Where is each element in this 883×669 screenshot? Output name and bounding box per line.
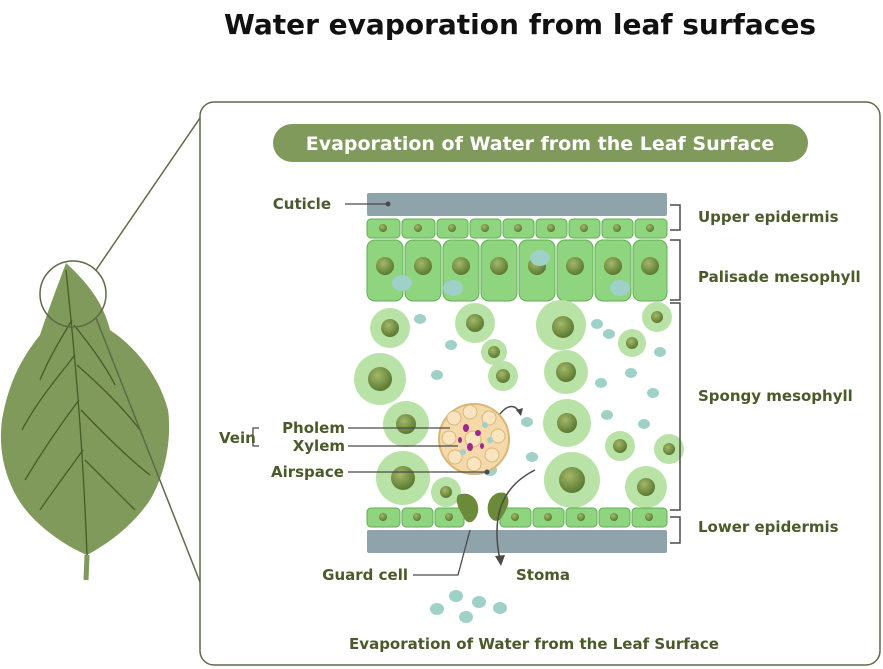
spongy-mesophyll-cells [354, 300, 684, 508]
banner-text: Evaporation of Water from the Leaf Surfa… [306, 133, 775, 155]
vein-bundle [438, 403, 523, 475]
label-guard-cell: Guard cell [322, 566, 408, 584]
leaf-blade [0, 263, 170, 555]
lower-epidermis-cells [366, 507, 668, 528]
label-palisade-mesophyll: Palisade mesophyll [698, 268, 861, 286]
upper-epidermis-cells [366, 218, 668, 239]
zoom-circle [39, 260, 107, 328]
banner-pill [273, 124, 808, 162]
leaf-stem [83, 554, 90, 581]
label-stoma: Stoma [516, 566, 570, 584]
label-airspace: Airspace [271, 463, 344, 481]
stoma-arrow [496, 469, 536, 561]
page-title: Water evaporation from leaf surfaces [223, 8, 817, 41]
label-vein: Vein [219, 429, 256, 447]
label-upper-epidermis: Upper epidermis [698, 208, 839, 226]
label-spongy-mesophyll: Spongy mesophyll [698, 387, 853, 405]
footer-caption: Evaporation of Water from the Leaf Surfa… [349, 635, 719, 653]
label-lower-epidermis: Lower epidermis [698, 518, 839, 536]
guard-cells [456, 492, 509, 523]
label-xylem: Xylem [293, 437, 345, 455]
palisade-mesophyll-cells [366, 239, 668, 302]
zoom-line-bottom [95, 317, 201, 583]
layer-brackets [670, 204, 681, 544]
leaf-veins [21, 269, 151, 556]
zoom-line-top [95, 117, 201, 271]
label-pholem: Pholem [282, 419, 345, 437]
vapor-droplets [430, 590, 507, 623]
lower-cuticle-layer [367, 530, 667, 553]
leader-lines [252, 203, 487, 576]
label-cuticle: Cuticle [273, 195, 331, 213]
leaf-illustration [0, 117, 201, 583]
water-droplets [414, 314, 666, 476]
cuticle-layer [367, 193, 667, 216]
